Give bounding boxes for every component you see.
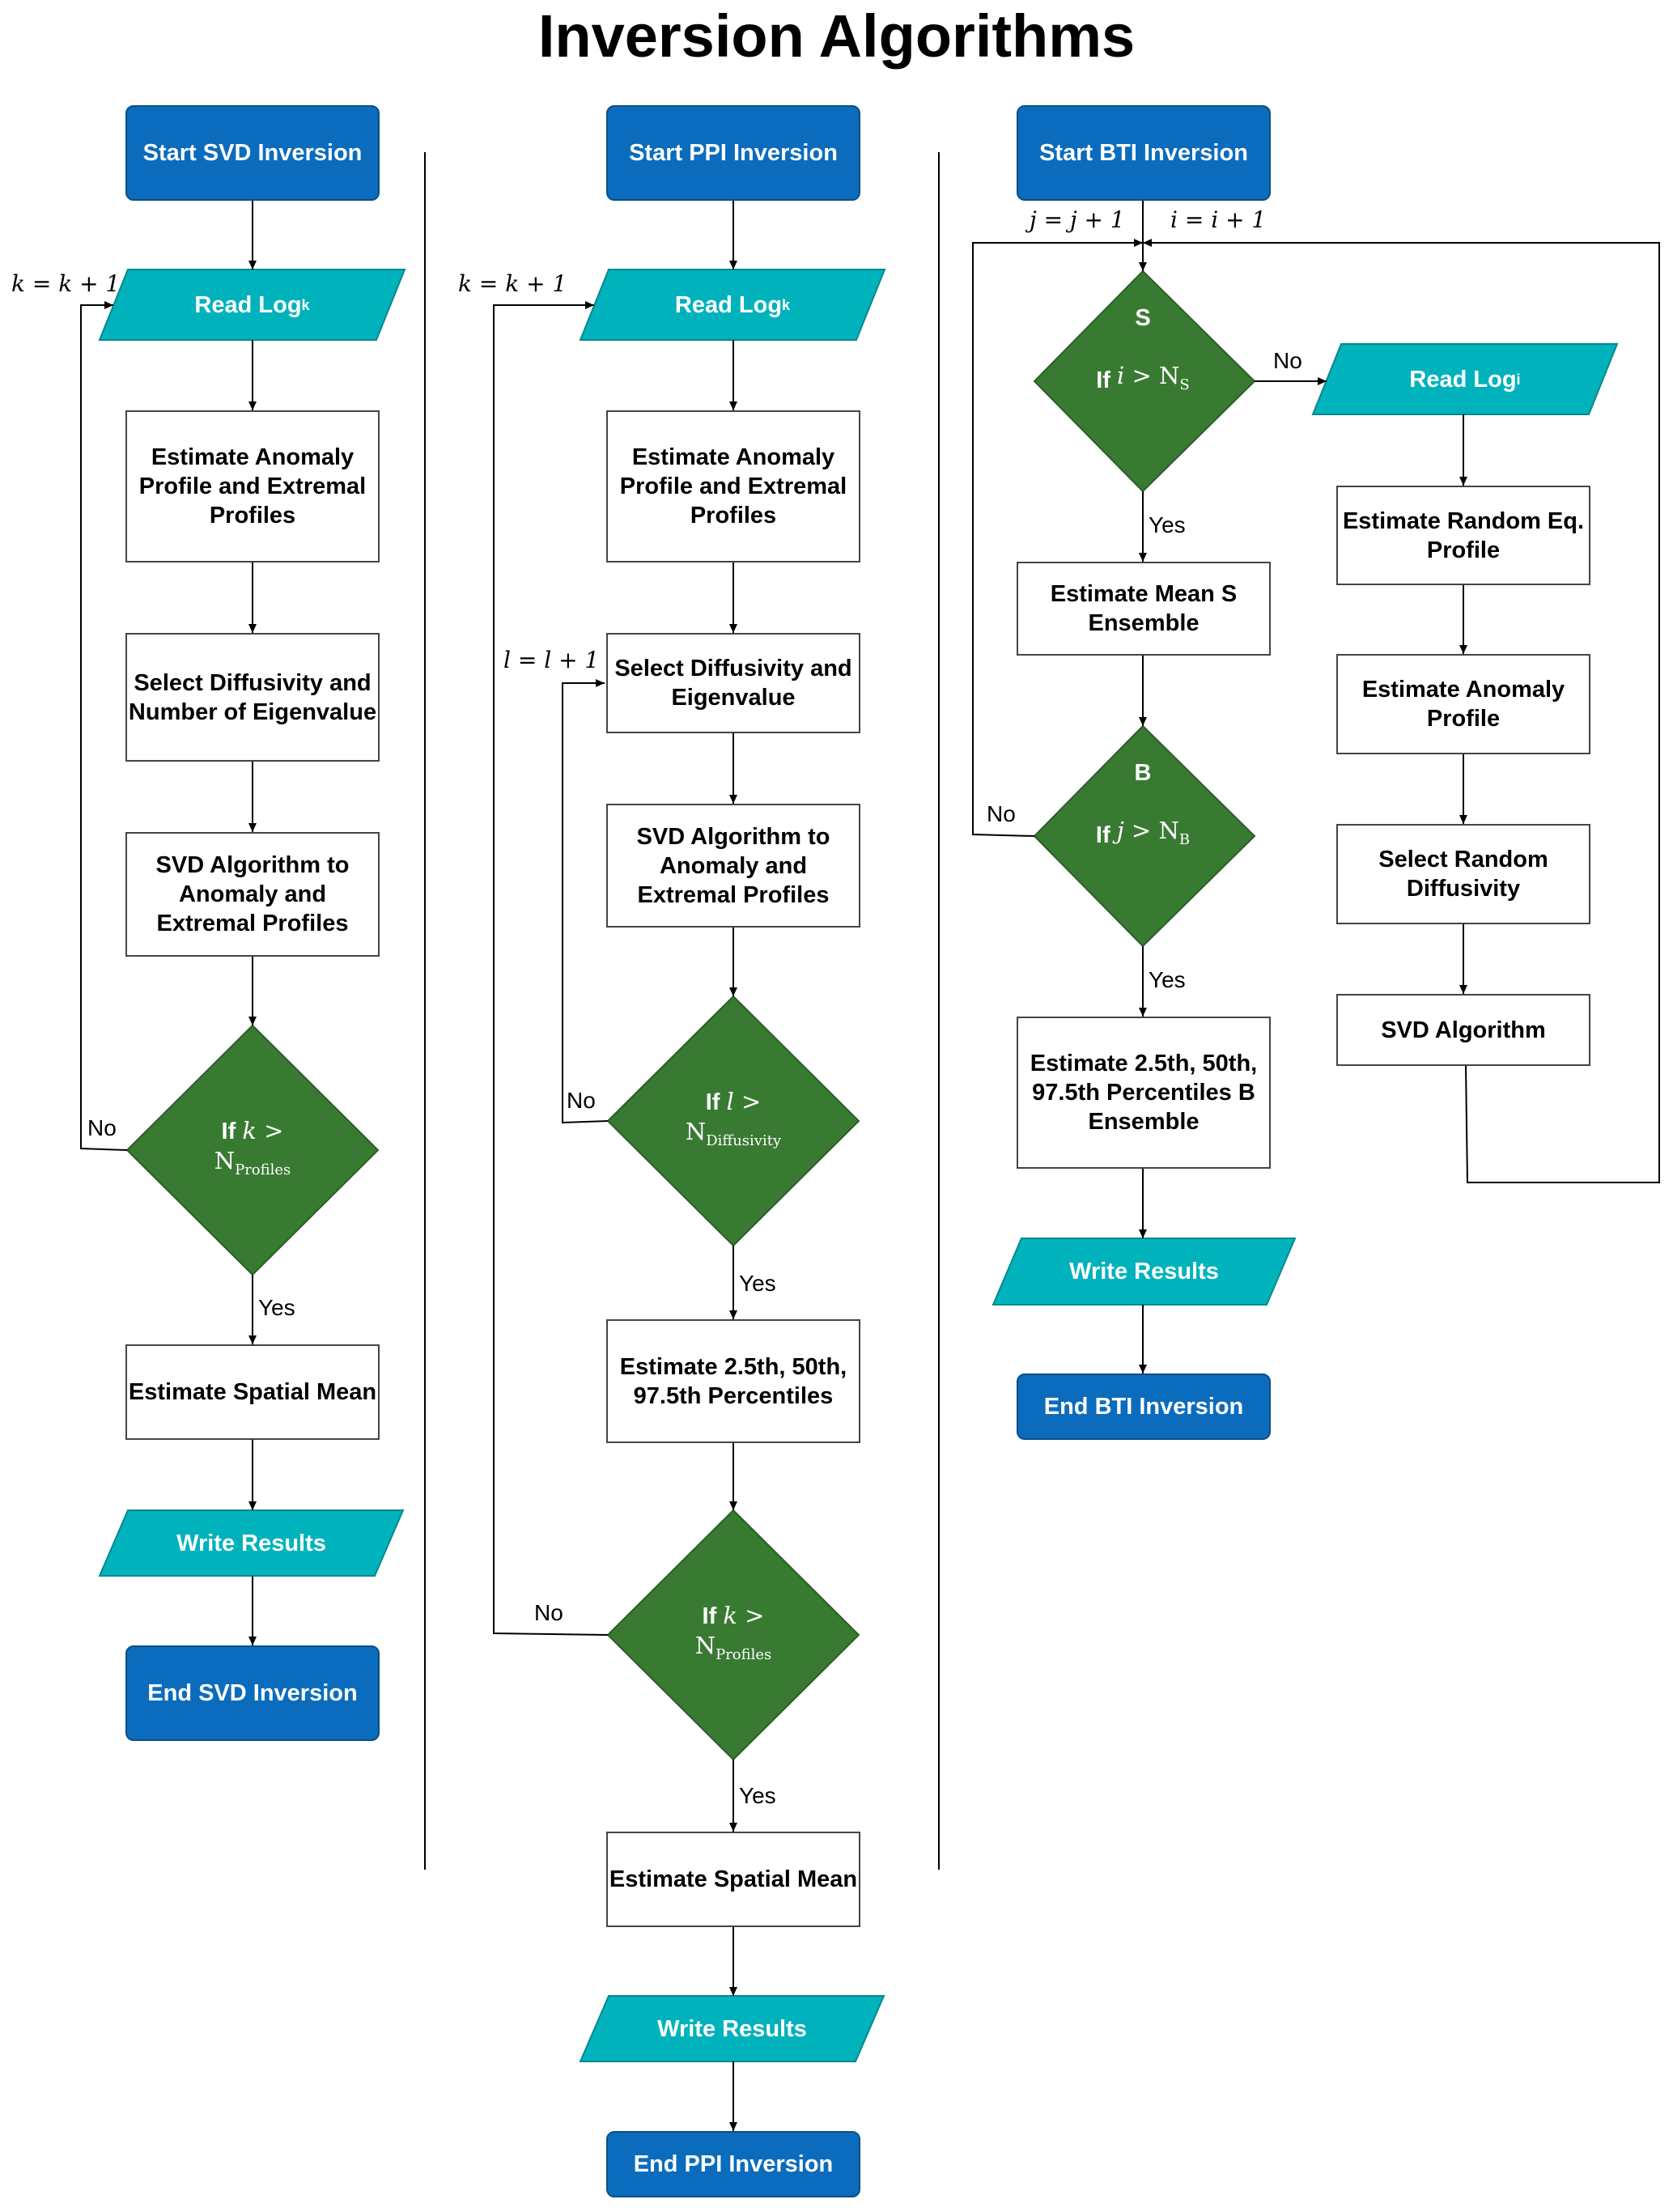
ppi-no1-label: No: [567, 1088, 596, 1113]
ppi-decision1-op: >: [741, 1087, 762, 1115]
ppi-write-shape: [579, 1995, 885, 2062]
ppi-decision2-op: >: [745, 1601, 765, 1629]
bti-decision-s-n: N: [1159, 362, 1180, 390]
bti-decision-b-title: B: [1134, 760, 1152, 786]
ppi-start-node: Start PPI Inversion: [606, 105, 860, 201]
svd-read-log-shape: [98, 269, 406, 341]
bti-read-log-label: Read Log: [1409, 366, 1517, 393]
bti-rand3-node: Select Random Diffusivity: [1336, 824, 1590, 924]
bti-read-log-shape: [1311, 343, 1619, 415]
ppi-decision2-node: If k > NProfiles: [652, 1594, 814, 1675]
bti-write-node: Write Results: [1069, 1259, 1219, 1284]
svd-read-log-label: Read Log: [194, 291, 302, 318]
bti-write-shape: [991, 1238, 1297, 1306]
svd-step4-node: Estimate Spatial Mean: [125, 1344, 380, 1440]
bti-no-b-label: No: [987, 801, 1016, 826]
ppi-read-log-shape: [579, 269, 886, 341]
bti-yes-b-label: Yes: [1149, 967, 1186, 992]
bti-decision-b-n: N: [1158, 817, 1179, 845]
ppi-decision1-n: N: [685, 1117, 707, 1145]
ppi-read-log-subscript: k: [782, 296, 791, 313]
svd-decision-n: N: [214, 1146, 236, 1174]
bti-rand4-node: SVD Algorithm: [1336, 994, 1590, 1066]
ppi-step3-node: SVD Algorithm to Anomaly and Extremal Pr…: [606, 804, 860, 928]
ppi-loop-k-label: k = k + 1: [458, 270, 567, 297]
svd-step1-node: Estimate Anomaly Profile and Extremal Pr…: [125, 410, 380, 563]
bti-rand1-node: Estimate Random Eq. Profile: [1336, 486, 1590, 585]
ppi-loop-l-label: l = l + 1: [503, 647, 600, 673]
svd-step3-node: SVD Algorithm to Anomaly and Extremal Pr…: [125, 832, 380, 957]
bti-yes-s-label: Yes: [1149, 512, 1186, 537]
bti-decision-b-if: If: [1095, 822, 1110, 848]
ppi-yes2-label: Yes: [739, 1783, 776, 1808]
bti-loop-i-label: i = i + 1: [1170, 206, 1267, 233]
ppi-step5-node: Estimate Spatial Mean: [606, 1832, 860, 1927]
ppi-step2-node: Select Diffusivity and Eigenvalue: [606, 633, 860, 733]
svd-decision-sub: Profiles: [235, 1161, 291, 1178]
svd-end-node: End SVD Inversion: [125, 1645, 380, 1741]
ppi-decision1-if: If: [705, 1089, 720, 1115]
bti-decision-s-var: i: [1117, 362, 1125, 390]
bti-rand2-node: Estimate Anomaly Profile: [1336, 654, 1590, 754]
svd-loop-label: k = k + 1: [11, 270, 121, 297]
svd-decision-node: If k > NProfiles: [172, 1110, 333, 1191]
bti-decision-b-sub: B: [1178, 830, 1191, 848]
bti-mean-node: Estimate Mean S Ensemble: [1017, 562, 1271, 656]
ppi-decision2-n: N: [694, 1631, 716, 1659]
ppi-no2-label: No: [534, 1600, 563, 1625]
page-title: Inversion Algorithms: [537, 2, 1136, 70]
svd-decision-op: >: [264, 1116, 284, 1144]
ppi-step1-node: Estimate Anomaly Profile and Extremal Pr…: [606, 410, 860, 563]
ppi-decision1-node: If l > NDiffusivity: [644, 1081, 822, 1161]
svd-read-log-subscript: k: [301, 296, 310, 313]
svd-yes-label: Yes: [258, 1295, 295, 1320]
bti-decision-s-sub: S: [1179, 376, 1190, 393]
bti-decision-s-if: If: [1096, 367, 1110, 393]
svd-write-shape: [98, 1509, 405, 1577]
svd-write-node: Write Results: [176, 1530, 326, 1556]
ppi-decision2-var: k: [723, 1601, 737, 1629]
ppi-read-log-label: Read Log: [674, 291, 783, 318]
bti-loop-j-label: j = j + 1: [1030, 206, 1125, 233]
bti-decision-s-title: S: [1135, 305, 1151, 331]
ppi-decision1-var: l: [726, 1087, 734, 1115]
ppi-write-node: Write Results: [657, 2015, 807, 2042]
bti-decision-b-op: >: [1131, 817, 1152, 845]
bti-decision-b-var: j: [1116, 817, 1124, 845]
svd-step2-node: Select Diffusivity and Number of Eigenva…: [125, 633, 380, 762]
bti-start-node: Start BTI Inversion: [1017, 105, 1271, 201]
svd-decision-var: k: [242, 1116, 257, 1144]
bti-decision-s-op: >: [1132, 362, 1152, 390]
bti-no-s-label: No: [1273, 348, 1302, 373]
svd-decision-if: If: [221, 1118, 236, 1144]
ppi-end-node: End PPI Inversion: [606, 2131, 860, 2197]
svd-no-label: No: [87, 1115, 117, 1140]
ppi-decision1-sub: Diffusivity: [706, 1131, 782, 1149]
bti-percentiles-node: Estimate 2.5th, 50th, 97.5th Percentiles…: [1017, 1017, 1271, 1169]
ppi-decision2-sub: Profiles: [715, 1645, 772, 1663]
ppi-yes1-label: Yes: [739, 1271, 776, 1296]
bti-decision-b-node: If j > NB: [1054, 817, 1232, 851]
bti-decision-s-node: If i > NS: [1054, 362, 1232, 397]
ppi-decision2-if: If: [702, 1603, 717, 1629]
ppi-step4-node: Estimate 2.5th, 50th, 97.5th Percentiles: [606, 1319, 860, 1443]
bti-end-node: End BTI Inversion: [1017, 1373, 1271, 1440]
bti-read-log-subscript: i: [1516, 371, 1521, 388]
svd-start-node: Start SVD Inversion: [125, 105, 380, 201]
